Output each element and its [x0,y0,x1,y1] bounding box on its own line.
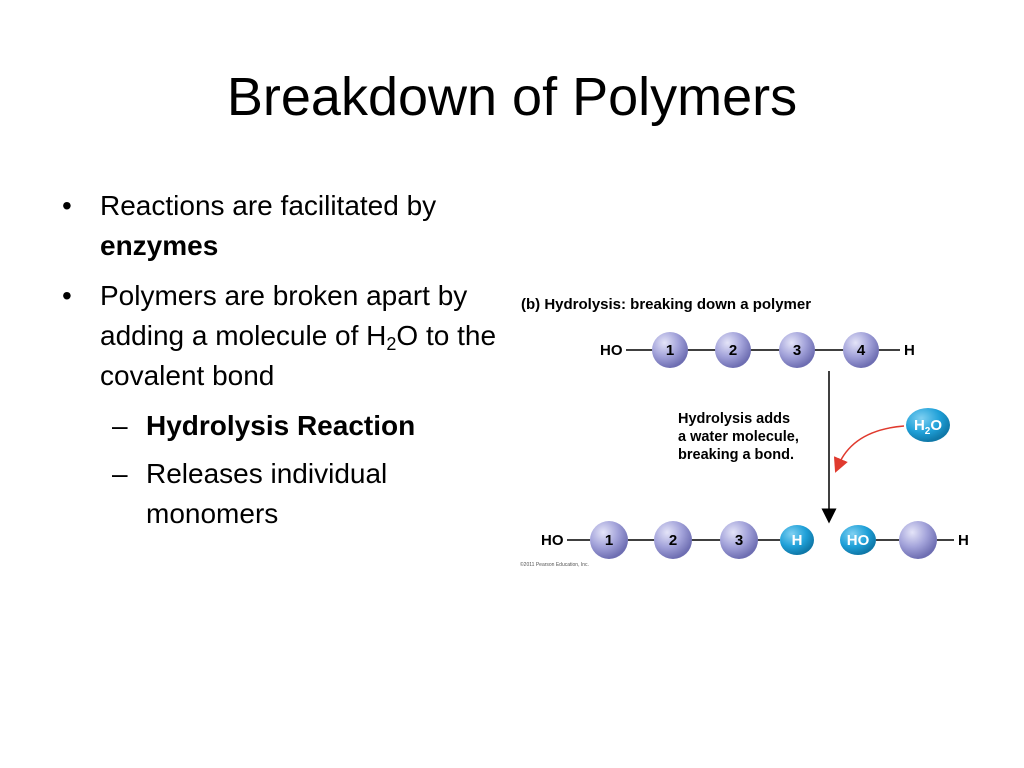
sub-bullet-text: Releases individual monomers [146,458,388,529]
slide-title: Breakdown of Polymers [226,67,798,127]
hydrolysis-diagram: (b) Hydrolysis: breaking down a polymer … [520,296,969,568]
monomer-1 [590,521,628,559]
top-polymer-chain: HO 1 2 3 4 H [600,332,915,368]
h-label: H [792,532,803,549]
monomer-3 [779,332,815,368]
h-group [780,525,814,555]
bullet-glyph: • [62,190,72,221]
monomer-label: 1 [605,532,613,549]
svg-text:H2O: H2O [914,417,942,437]
monomer-3 [720,521,758,559]
dash-glyph: – [112,458,128,489]
water-molecule: H2O [906,408,950,442]
dash-glyph: – [112,410,128,441]
bullet-text: Reactions are facilitated by [100,190,437,221]
sub-bullet-hydrolysis: – Hydrolysis Reaction [62,406,512,446]
bullet-list: • Reactions are facilitated by enzymes •… [62,186,512,542]
hydrolysis-figure: (b) Hydrolysis: breaking down a polymer … [518,288,978,574]
bullet-bold-term: enzymes [100,230,219,261]
bullet-item-enzymes: • Reactions are facilitated by enzymes [62,186,512,266]
monomer-label: 1 [666,342,674,359]
hydrolysis-annotation: Hydrolysis adds a water molecule, breaki… [678,411,799,463]
monomer-1 [652,332,688,368]
monomer-label: 2 [729,342,737,359]
chain-left-end: HO [600,342,623,359]
water-sub: 2 [925,426,931,437]
chain-right-end: H [958,532,969,549]
bullet-glyph: • [62,280,72,311]
water-o: O [930,417,942,434]
sub-bullet-releases: – Releases individual monomers [62,454,512,534]
water-arrow [833,425,905,473]
bullet-item-polymers: • Polymers are broken apart by adding a … [62,276,512,396]
copyright-text: ©2011 Pearson Education, Inc. [520,561,589,568]
bullet-text-cont: O to the covalent bond [100,320,497,391]
annotation-line: a water molecule, [678,429,799,445]
monomer-label: 3 [735,532,743,549]
monomer-4 [899,521,937,559]
figure-caption: (b) Hydrolysis: breaking down a polymer [521,296,811,313]
bottom-polymer-chain: HO 1 2 3 H HO H [541,521,969,559]
ho-label: HO [847,532,870,549]
monomer-2 [715,332,751,368]
monomer-4 [843,332,879,368]
monomer-2 [654,521,692,559]
monomer-label: 4 [857,342,866,359]
water-h: H [914,417,925,434]
annotation-line: breaking a bond. [678,447,794,463]
subscript: 2 [386,334,397,354]
ho-group [840,525,876,555]
monomer-label: 3 [793,342,801,359]
bullet-text: Polymers are broken apart by adding a mo… [100,280,468,351]
sub-bullet-bold: Hydrolysis Reaction [146,410,416,441]
chain-left-end: HO [541,532,564,549]
monomer-label: 2 [669,532,677,549]
chain-right-end: H [904,342,915,359]
annotation-line: Hydrolysis adds [678,411,790,427]
